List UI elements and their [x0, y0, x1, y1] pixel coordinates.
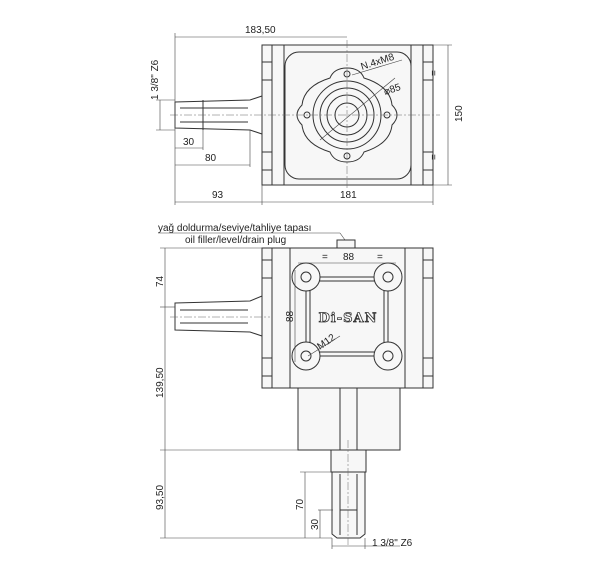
dim-spline-top: 1 3/8" Z6 — [150, 59, 161, 100]
dim-70: 70 — [295, 498, 306, 510]
dim-93: 93 — [212, 190, 224, 201]
dim-30-front: 30 — [310, 518, 321, 530]
equal-mark: = — [429, 70, 440, 76]
dim-139-50: 139,50 — [155, 367, 166, 398]
dim-80: 80 — [205, 153, 217, 164]
dim-spline-front: 1 3/8" Z6 — [372, 538, 413, 549]
equal-mark: = — [429, 154, 440, 160]
dim-181: 181 — [340, 190, 357, 201]
dim-88-vertical: 88 — [285, 310, 296, 322]
output-neck — [297, 387, 401, 473]
dim-74: 74 — [155, 275, 166, 287]
dim-183-50: 183,50 — [245, 25, 276, 36]
bolt-pattern — [291, 262, 403, 371]
output-shaft — [331, 471, 366, 539]
dim-150: 150 — [454, 105, 465, 122]
brand-logo: Di-SAN — [319, 311, 378, 326]
top-view: 183,50 1 3/8" Z6 30 80 93 181 150 = = N.… — [150, 25, 465, 205]
equal-mark: = — [322, 252, 328, 263]
plug-label-en: oil filler/level/drain plug — [185, 235, 286, 246]
oil-plug — [336, 239, 356, 249]
plug-label-tr: yağ doldurma/seviye/tahliye tapası — [158, 223, 311, 234]
housing-face — [284, 51, 412, 180]
side-shaft — [174, 295, 263, 337]
dim-88-horizontal: 88 — [343, 252, 355, 263]
flange-diameter-label: ⌀85 — [383, 82, 403, 98]
equal-mark: = — [377, 252, 383, 263]
dim-30-top: 30 — [183, 137, 195, 148]
dim-93-50: 93,50 — [155, 485, 166, 510]
front-view: yağ doldurma/seviye/tahliye tapası oil f… — [155, 223, 434, 549]
